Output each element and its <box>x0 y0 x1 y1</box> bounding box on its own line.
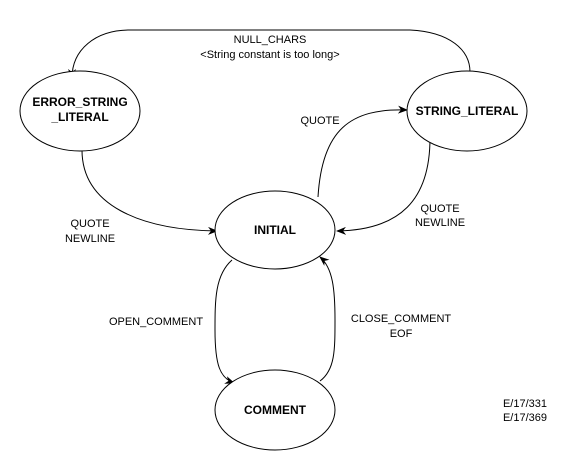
edge-label-quote-newline-left-2: NEWLINE <box>65 233 115 245</box>
state-error-string-literal-label-1: ERROR_STRING <box>32 95 127 109</box>
edge-error-to-initial <box>81 149 218 235</box>
state-initial[interactable]: INITIAL <box>214 190 336 270</box>
edge-label-null-chars-2: <String constant is too long> <box>200 49 339 61</box>
state-comment-label: COMMENT <box>244 403 307 417</box>
state-error-string-literal[interactable]: ERROR_STRING _LITERAL <box>19 70 141 152</box>
state-initial-label: INITIAL <box>254 223 296 237</box>
state-string-literal-label: STRING_LITERAL <box>416 104 519 118</box>
state-error-string-literal-label-2: _LITERAL <box>50 110 108 124</box>
edge-label-quote-newline-right-1: QUOTE <box>420 203 459 215</box>
footer-id-2: E/17/369 <box>503 412 547 424</box>
edge-label-quote-to-string: QUOTE <box>300 115 339 127</box>
state-comment[interactable]: COMMENT <box>214 369 336 451</box>
edge-label-eof: EOF <box>390 328 413 340</box>
state-string-literal[interactable]: STRING_LITERAL <box>406 70 528 152</box>
edge-label-quote-newline-right-2: NEWLINE <box>415 217 465 229</box>
edge-label-close-comment: CLOSE_COMMENT <box>351 313 452 325</box>
edge-null-chars <box>68 29 471 79</box>
edge-initial-to-comment <box>214 259 235 384</box>
edge-initial-to-string <box>317 105 408 198</box>
edge-string-to-initial <box>336 137 431 235</box>
edge-comment-to-initial <box>319 256 336 382</box>
footer-id-1: E/17/331 <box>503 398 547 410</box>
edge-label-null-chars-1: NULL_CHARS <box>234 34 307 46</box>
edge-label-quote-newline-left-1: QUOTE <box>70 218 109 230</box>
edge-label-open-comment: OPEN_COMMENT <box>109 316 203 328</box>
